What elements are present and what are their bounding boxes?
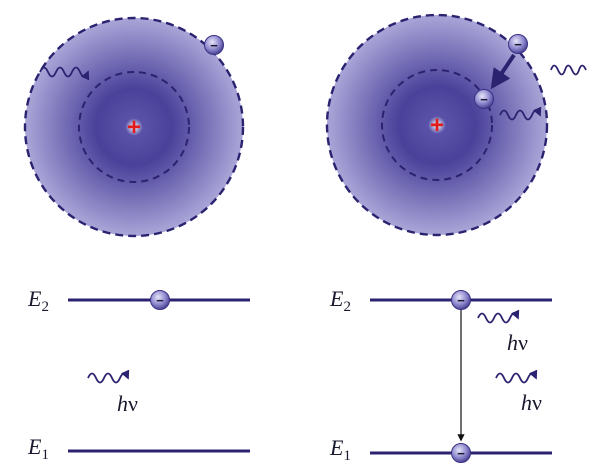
left-nucleus: + <box>127 114 141 141</box>
right-e2-electron-sign: − <box>457 293 465 308</box>
electron-jump-arrow <box>490 53 516 90</box>
right-photon-wave-upper <box>477 309 520 324</box>
left-energy-diagram: E2 − hν E1 <box>27 286 250 463</box>
left-e2-label: E2 <box>27 286 49 315</box>
left-atom: + − <box>23 16 245 238</box>
right-e1-label: E1 <box>329 435 351 464</box>
left-nucleus-plus: + <box>127 114 141 141</box>
left-orbit-electron-sign: − <box>210 38 218 53</box>
right-nucleus: + <box>430 112 444 139</box>
left-inner-orbit <box>78 71 190 183</box>
left-photon-wave <box>87 369 130 384</box>
right-e1-electron-sign: − <box>457 446 465 461</box>
left-atom-photon-wave <box>39 66 90 81</box>
right-inner-electron: − <box>474 89 494 109</box>
right-e2-label: E2 <box>329 286 351 315</box>
left-e1-label: E1 <box>27 434 49 463</box>
right-inner-electron-sign: − <box>480 92 488 107</box>
right-photon-label-upper: hν <box>507 330 528 355</box>
right-photon-wave-lower <box>495 369 538 384</box>
right-e1-electron: − <box>451 443 471 463</box>
left-e2-electron-sign: − <box>156 293 164 308</box>
left-e2-electron: − <box>150 290 170 310</box>
right-e2-electron: − <box>451 290 471 310</box>
right-photon-label-lower: hν <box>521 390 542 415</box>
right-energy-diagram: E2 − hν hν E1 − <box>329 286 552 464</box>
right-atom: + − − <box>325 13 587 237</box>
right-nucleus-plus: + <box>430 112 444 139</box>
right-inner-orbit <box>381 69 493 181</box>
right-outer-electron-sign: − <box>514 37 522 52</box>
left-photon-label: hν <box>117 391 138 416</box>
right-outer-electron: − <box>508 34 528 54</box>
right-atom-emitted-wave <box>499 106 542 121</box>
right-atom-incoming-wave <box>550 64 587 76</box>
left-orbit-electron: − <box>204 35 224 55</box>
